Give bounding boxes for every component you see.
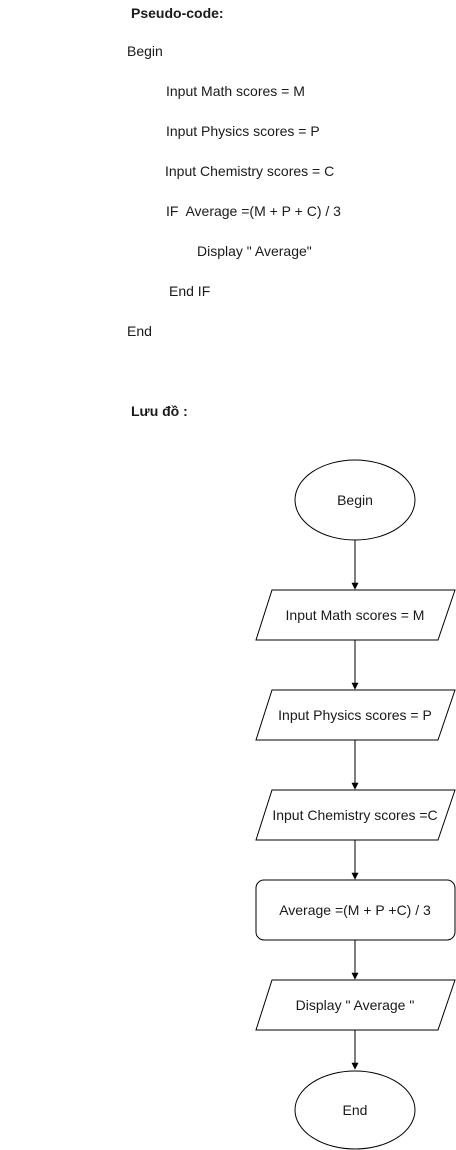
flowchart-input-chemistry-label: Input Chemistry scores =C — [272, 807, 437, 823]
flowchart-end-node: End — [294, 1070, 416, 1150]
pseudocode-heading: Pseudo-code: — [131, 5, 224, 21]
flowchart-input-math-label: Input Math scores = M — [286, 607, 425, 623]
pseudocode-line-input-physics: Input Physics scores = P — [166, 123, 320, 139]
pseudocode-line-begin: Begin — [127, 43, 163, 59]
pseudocode-line-end-if: End IF — [169, 283, 211, 299]
flowchart-input-math-node: Input Math scores = M — [255, 589, 456, 641]
pseudocode-line-input-chemistry: Input Chemistry scores = C — [165, 163, 335, 179]
pseudocode-line-display: Display " Average" — [197, 243, 312, 259]
flowchart-input-chemistry-node: Input Chemistry scores =C — [255, 789, 456, 841]
flowchart-process-average-label: Average =(M + P +C) / 3 — [279, 902, 431, 918]
flowchart-output-display-node: Display " Average " — [255, 979, 456, 1031]
flowchart-input-physics-node: Input Physics scores = P — [255, 689, 456, 741]
pseudocode-line-if-average: IF Average =(M + P + C) / 3 — [166, 203, 341, 219]
flowchart-start-label: Begin — [337, 492, 373, 508]
flowchart-end-label: End — [343, 1102, 368, 1118]
flowchart-input-physics-label: Input Physics scores = P — [278, 707, 432, 723]
flowchart-process-average-node: Average =(M + P +C) / 3 — [255, 879, 456, 941]
flowchart-heading: Lưu đồ : — [131, 403, 188, 419]
flowchart-output-display-label: Display " Average " — [296, 997, 415, 1013]
flowchart-start-node: Begin — [294, 459, 416, 541]
pseudocode-line-end: End — [127, 323, 152, 339]
pseudocode-line-input-math: Input Math scores = M — [166, 83, 305, 99]
